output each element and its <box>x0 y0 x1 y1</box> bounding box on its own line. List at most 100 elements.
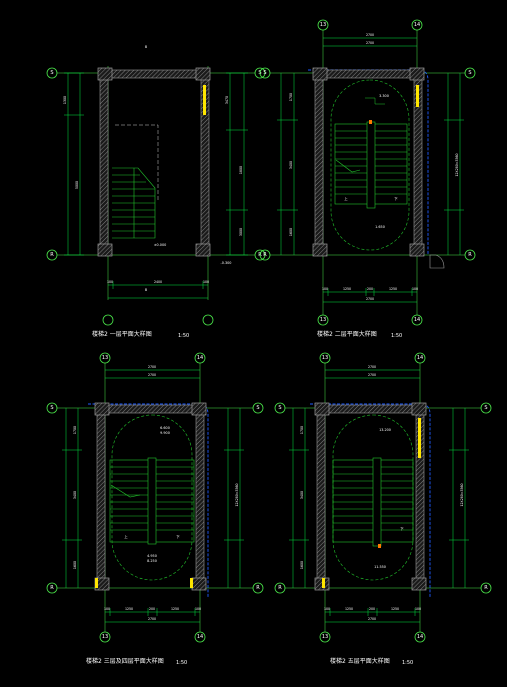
bottom-dim-2: 1250 <box>125 607 133 611</box>
right-dimension-lines <box>449 408 469 588</box>
direction-down: 下 <box>400 527 404 531</box>
svg-text:14: 14 <box>197 634 203 640</box>
grid-bubble-13-bottom: 13 <box>99 631 111 643</box>
plan-title: 楼梯2 三层及四层平面大样图 <box>86 657 164 665</box>
svg-text:R: R <box>50 585 54 591</box>
svg-text:R: R <box>484 585 488 591</box>
bottom-dim-3: 200 <box>149 607 155 611</box>
left-dim-1: 1700 <box>289 93 293 101</box>
left-dim-3: 1600 <box>300 561 304 569</box>
bottom-dim-1: 100 <box>104 607 110 611</box>
left-dim-2: 5000 <box>75 181 79 189</box>
grid-bubble-s: S <box>46 402 58 414</box>
bottom-dim-5: 100 <box>415 607 421 611</box>
plan-1: S R S R 1300 5000 <box>46 45 266 339</box>
svg-text:S: S <box>256 405 259 411</box>
right-dim-3: 3000 <box>239 228 243 236</box>
direction-down: 下 <box>176 535 180 539</box>
left-dim-2: 3400 <box>300 491 304 499</box>
svg-text:13: 13 <box>322 634 328 640</box>
top-dim-total: 2700 <box>148 365 156 369</box>
left-dim-2: 3400 <box>73 491 77 499</box>
section-mark-bottom: B <box>145 288 148 292</box>
grid-bubble-13-bottom: 13 <box>317 314 329 326</box>
bottom-dim-2: 1250 <box>343 287 351 291</box>
bottom-dim-total: 2700 <box>366 297 374 301</box>
level-landing: 11.550 <box>374 565 386 569</box>
left-dim-2: 3400 <box>289 161 293 169</box>
svg-text:13: 13 <box>102 634 108 640</box>
level-landing-b: 8.250 <box>147 559 157 563</box>
level-floor: 13.200 <box>379 428 391 432</box>
axis-lines <box>285 363 481 632</box>
grid-bubble-14-top: 14 <box>194 352 206 364</box>
left-dimension-lines <box>62 408 82 588</box>
direction-up: 上 <box>344 196 348 201</box>
bottom-dim-1: 100 <box>322 287 328 291</box>
level-floor-a: 6.600 <box>160 426 170 430</box>
bottom-dim-3: 200 <box>367 287 373 291</box>
right-dim-1: 12X280=3360 <box>460 483 464 506</box>
top-dim-total: 2700 <box>366 33 374 37</box>
bottom-dim-3: 100 <box>203 280 209 284</box>
plan-title: 楼梯2 一层平面大样图 <box>92 330 152 338</box>
svg-text:S: S <box>263 70 266 76</box>
grid-bubble-s-right: S <box>480 402 492 414</box>
grid-bubble-14-top: 14 <box>411 19 423 31</box>
grid-bubble-14-bottom: 14 <box>194 631 206 643</box>
section-mark-top: B <box>145 45 148 49</box>
svg-text:R: R <box>256 585 260 591</box>
right-dimension-lines <box>224 408 244 588</box>
level-landing-a: 4.950 <box>147 554 157 558</box>
right-dim-1: 12X280=3360 <box>235 483 239 506</box>
grid-bubble-14-top: 14 <box>414 352 426 364</box>
plan-title: 楼梯2 五层平面大样图 <box>330 657 390 665</box>
top-dim-total: 2700 <box>368 365 376 369</box>
svg-text:14: 14 <box>414 22 420 28</box>
svg-text:R: R <box>263 252 267 258</box>
bottom-dimension-lines <box>105 608 200 623</box>
level-ground: ±0.000 <box>154 243 167 247</box>
svg-text:13: 13 <box>320 22 326 28</box>
plan-title: 楼梯2 二层平面大样图 <box>317 330 377 338</box>
right-dim-2: 1800 <box>239 166 243 174</box>
bottom-dimension-lines <box>325 608 420 623</box>
walls <box>312 67 445 269</box>
grid-bubble-13-top: 13 <box>99 352 111 364</box>
top-dimension-lines <box>105 369 200 379</box>
grid-bubble-bottom-right <box>202 314 214 326</box>
walls <box>314 402 427 591</box>
svg-text:S: S <box>278 405 281 411</box>
grid-bubble-14-bottom: 14 <box>411 314 423 326</box>
stair-flight <box>112 167 156 239</box>
bottom-dimension-lines <box>323 288 417 303</box>
svg-text:14: 14 <box>417 634 423 640</box>
landing-oval <box>111 414 193 581</box>
svg-text:14: 14 <box>414 317 420 323</box>
bottom-dim-4: 1250 <box>389 287 397 291</box>
level-floor: 3.300 <box>379 94 389 98</box>
landing-oval <box>330 79 410 251</box>
grid-bubble-s: S <box>274 402 286 414</box>
grid-bubble-r: R <box>46 249 58 261</box>
walls <box>97 67 211 257</box>
plan-scale: 1:50 <box>176 660 187 666</box>
bottom-dim-total: 2700 <box>148 617 156 621</box>
handrail-blue <box>310 403 431 598</box>
svg-text:13: 13 <box>322 355 328 361</box>
right-dimension-lines <box>226 72 248 256</box>
grid-bubble-s-right: S <box>252 402 264 414</box>
direction-down: 下 <box>394 197 398 201</box>
grid-bubble-13-top: 13 <box>317 19 329 31</box>
bottom-dim-4: 1250 <box>391 607 399 611</box>
svg-text:S: S <box>50 405 53 411</box>
left-dim-1: 1700 <box>73 426 77 434</box>
grid-bubble-s-right: S <box>464 67 476 79</box>
svg-text:R: R <box>278 585 282 591</box>
top-dim-1: 2700 <box>366 41 374 45</box>
plan-scale: 1:50 <box>402 660 413 666</box>
top-dim-1: 2700 <box>148 373 156 377</box>
left-dim-3: 1600 <box>73 561 77 569</box>
grid-bubble-r-right: R <box>252 582 264 594</box>
